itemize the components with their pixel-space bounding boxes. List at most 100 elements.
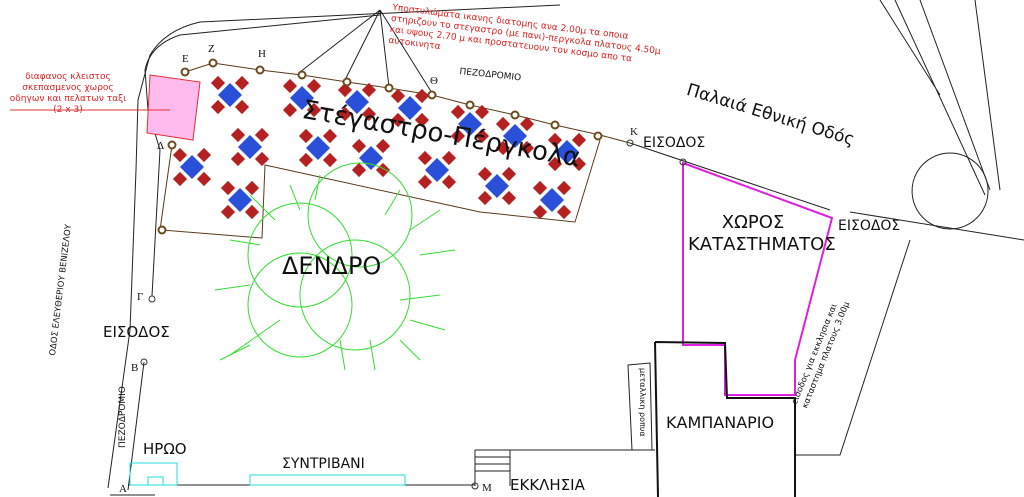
chair (501, 166, 517, 182)
chair (244, 180, 260, 196)
sidewalk-left-label: ΠΕΖΟΔΡΟΜΙΟ (118, 386, 128, 448)
table-with-chairs (532, 180, 572, 220)
point-b: Β (131, 362, 139, 374)
tree (214, 162, 456, 371)
fountain-label: ΣΥΝΤΡΙΒΑΝΙ (282, 456, 365, 472)
chair (322, 152, 338, 168)
chair (441, 150, 457, 166)
table-with-chairs (337, 82, 377, 122)
table-with-chairs (450, 104, 490, 144)
roundabout (911, 152, 989, 230)
taxi-shelter (146, 74, 201, 141)
entrance-right-label: ΕΙΣΟΔΟΣ (838, 218, 901, 234)
point-m: Μ (482, 482, 492, 494)
column (384, 83, 394, 93)
chair (282, 102, 298, 118)
chair (532, 180, 548, 196)
chair (196, 147, 212, 163)
chair (210, 99, 226, 115)
table-with-chairs (351, 138, 391, 178)
chair (390, 88, 406, 104)
table (178, 153, 206, 181)
fountain-outline (249, 474, 406, 486)
column (208, 58, 218, 68)
table-with-chairs (172, 147, 212, 187)
chair (375, 162, 391, 178)
bell-tower-label: ΚΑΜΠΑΝΑΡΙΟ (666, 413, 775, 432)
chair (519, 116, 535, 132)
chair (495, 140, 511, 156)
table-with-chairs (495, 116, 535, 156)
monument-outline (129, 462, 178, 486)
chair (547, 156, 563, 172)
chair (172, 171, 188, 187)
column (157, 225, 167, 235)
chair (441, 174, 457, 190)
chair (196, 171, 212, 187)
point-k: Κ (630, 126, 638, 138)
chair (390, 112, 406, 128)
chair (210, 75, 226, 91)
table (288, 84, 316, 112)
chair (501, 190, 517, 206)
road-edge-right (795, 239, 911, 456)
chair (414, 88, 430, 104)
entrance-left-label: ΕΙΣΟΔΟΣ (103, 323, 170, 341)
column (342, 77, 352, 87)
table (538, 186, 566, 214)
sidewalk-left-inner (127, 149, 161, 491)
table (343, 88, 371, 116)
chair (230, 151, 246, 167)
column (510, 110, 520, 120)
column (180, 67, 190, 77)
chair (474, 104, 490, 120)
chair (571, 156, 587, 172)
point-th: Θ (430, 75, 438, 87)
entrance-k-label: ΕΙΣΟΔΟΣ (643, 135, 706, 151)
road-old-edge (629, 142, 1024, 241)
table (501, 122, 529, 150)
chair (519, 140, 535, 156)
table (423, 156, 451, 184)
chair (220, 204, 236, 220)
chair (298, 128, 314, 144)
chair (495, 116, 511, 132)
table-with-chairs (220, 180, 260, 220)
chair (532, 204, 548, 220)
chair (230, 127, 246, 143)
chair (254, 127, 270, 143)
chair (298, 152, 314, 168)
chair (306, 78, 322, 94)
monument-label: ΗΡΩΟ (143, 440, 187, 458)
table-with-chairs (282, 78, 322, 118)
boundary-curve (144, 14, 381, 151)
chair (234, 75, 250, 91)
column (550, 120, 560, 130)
chair (172, 147, 188, 163)
metal-door-label: μεταλλικη ροπυα (638, 368, 647, 437)
road-edge-top (107, 4, 561, 496)
chair (244, 204, 260, 220)
chair (450, 104, 466, 120)
column (465, 100, 475, 110)
table (236, 133, 264, 161)
table (456, 110, 484, 138)
table (216, 81, 244, 109)
table-with-chairs (210, 75, 250, 115)
column (255, 65, 265, 75)
chair (556, 180, 572, 196)
shop-label: ΧΩΡΟΣ ΚΑΤΑΣΤΗΜΑΤΟΣ (688, 212, 836, 255)
chair (474, 128, 490, 144)
chair (351, 162, 367, 178)
pergola-outline (159, 62, 631, 239)
point-e: Ε (182, 53, 189, 65)
column-leaders (299, 9, 433, 94)
chair (351, 138, 367, 154)
chair (477, 190, 493, 206)
chair (417, 174, 433, 190)
chair (547, 132, 563, 148)
church-steps (474, 449, 655, 486)
chair (361, 106, 377, 122)
table (553, 138, 581, 166)
